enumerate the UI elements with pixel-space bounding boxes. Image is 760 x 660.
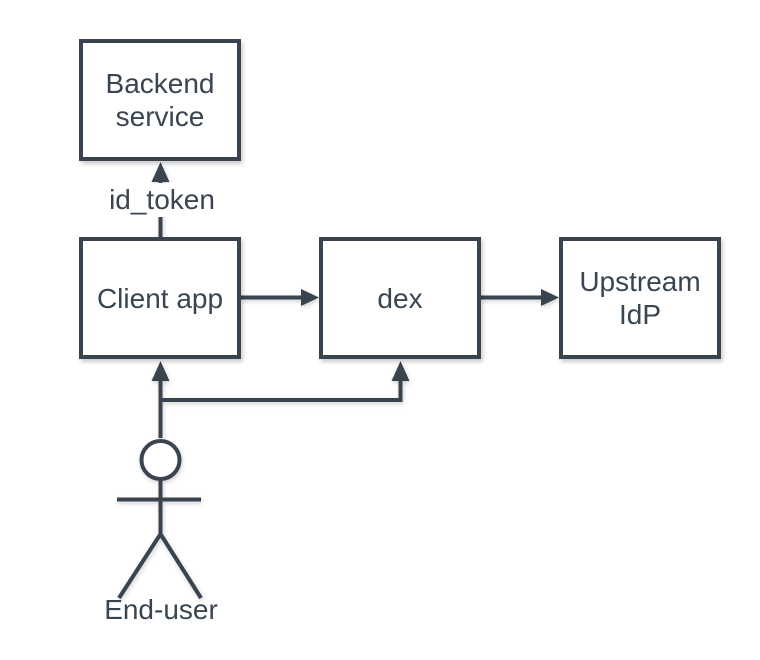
edge-end-user-to-dex xyxy=(160,361,410,402)
node-client-app: Client app xyxy=(79,237,241,359)
actor-head xyxy=(139,439,182,481)
edge-end-user-to-client-app xyxy=(151,361,170,438)
node-dex: dex xyxy=(319,237,481,359)
node-label: dex xyxy=(377,282,423,314)
node-upstream-idp: Upstream IdP xyxy=(559,237,721,359)
edge-dex-to-upstream-idp xyxy=(481,289,559,306)
node-label: Client app xyxy=(96,282,224,314)
arrowhead-right-icon xyxy=(301,289,319,306)
node-backend-service: Backend service xyxy=(79,39,241,161)
edge-line xyxy=(160,380,403,402)
actor-left-leg xyxy=(117,532,163,600)
node-label: Upstream IdP xyxy=(579,266,701,330)
node-label: Backend service xyxy=(105,68,215,132)
actor-label-end-user: End-user xyxy=(104,594,218,625)
arrowhead-up-icon xyxy=(391,361,410,381)
edge-client-app-to-dex xyxy=(241,289,319,306)
actor-right-leg xyxy=(158,532,203,600)
edge-label-id-token: id_token xyxy=(106,183,218,217)
arrowhead-up-icon xyxy=(151,361,170,381)
arrowhead-right-icon xyxy=(541,289,559,306)
end-user-actor-icon xyxy=(117,439,203,600)
arrowhead-up-icon xyxy=(151,162,170,182)
